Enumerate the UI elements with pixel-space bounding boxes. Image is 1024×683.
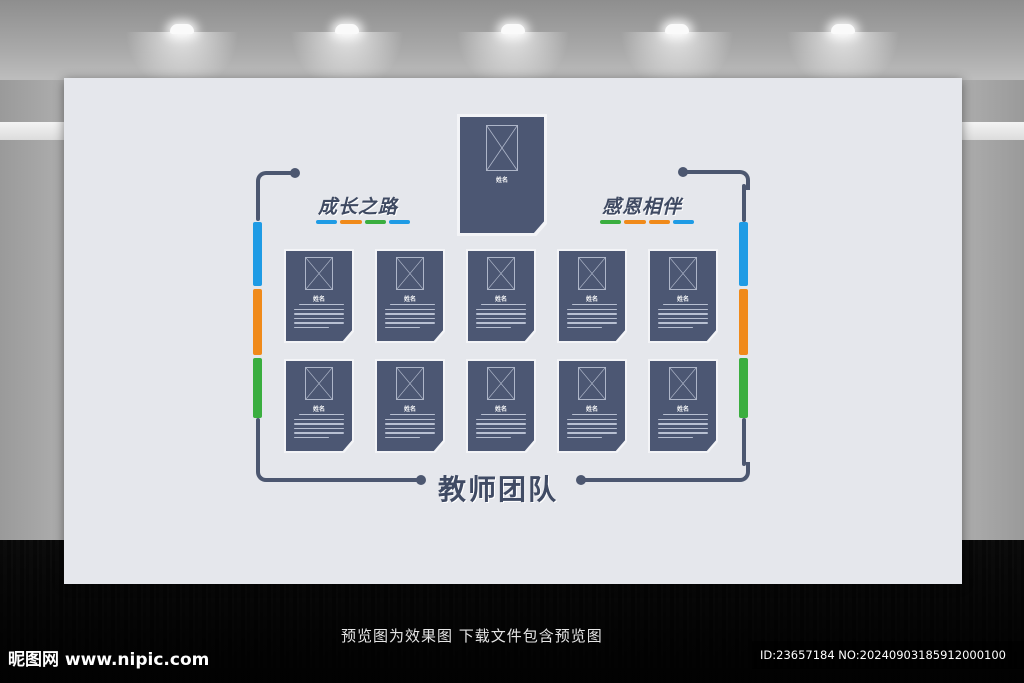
- teacher-card-description-lines: [567, 304, 617, 331]
- teacher-card-name: 姓名: [676, 296, 689, 303]
- frame-line: [268, 171, 296, 175]
- frame-dot: [678, 167, 688, 177]
- teacher-card-name: 姓名: [676, 406, 689, 413]
- teacher-card-description-lines: [658, 304, 708, 331]
- teacher-card-name: 姓名: [312, 406, 325, 413]
- teacher-card-description-lines: [476, 414, 526, 441]
- photo-placeholder-icon: [669, 257, 697, 290]
- teacher-card: 姓名: [377, 251, 443, 341]
- heading-left: 成长之路: [318, 196, 399, 218]
- frame-line: [742, 418, 746, 466]
- photo-placeholder-icon: [396, 257, 424, 290]
- frame-line: [270, 478, 420, 482]
- teacher-card-name: 姓名: [403, 406, 416, 413]
- frame-line: [256, 418, 260, 466]
- teacher-card: 姓名: [650, 251, 716, 341]
- frame-dot: [416, 475, 426, 485]
- teacher-card-name: 姓名: [585, 406, 598, 413]
- photo-placeholder-icon: [305, 257, 333, 290]
- heading-right: 感恩相伴: [602, 196, 683, 218]
- photo-placeholder-icon: [486, 125, 518, 171]
- teacher-card-description-lines: [476, 304, 526, 331]
- photo-placeholder-icon: [578, 367, 606, 400]
- teacher-card-name: 姓名: [494, 296, 507, 303]
- teacher-card-name: 姓名: [585, 296, 598, 303]
- teacher-card-description-lines: [294, 304, 344, 331]
- teacher-card-description-lines: [658, 414, 708, 441]
- photo-placeholder-icon: [669, 367, 697, 400]
- photo-placeholder-icon: [487, 367, 515, 400]
- accent-segment-orange: [739, 289, 748, 355]
- teacher-card: 姓名: [468, 251, 534, 341]
- watermark-logo: 昵图网 www.nipic.com: [8, 650, 210, 670]
- teacher-card-description-lines: [567, 414, 617, 441]
- frame-corner: [256, 171, 276, 191]
- teacher-card: 姓名: [650, 361, 716, 451]
- teacher-card-description-lines: [294, 414, 344, 441]
- heading-right-color-bars: [600, 220, 694, 224]
- spotlight-icon: [786, 24, 900, 92]
- frame-line: [742, 184, 746, 222]
- accent-segment-orange: [253, 289, 262, 355]
- frame-dot: [576, 475, 586, 485]
- frame-corner: [730, 170, 750, 190]
- watermark-strip: [752, 641, 1024, 669]
- spotlight-icon: [620, 24, 734, 92]
- watermark-id: ID:23657184 NO:20240903185912000100: [760, 648, 1006, 662]
- frame-line: [256, 186, 260, 221]
- photo-placeholder-icon: [487, 257, 515, 290]
- teacher-card-description-lines: [385, 304, 435, 331]
- photo-placeholder-icon: [396, 367, 424, 400]
- frame-corner: [730, 462, 750, 482]
- teacher-card: 姓名: [468, 361, 534, 451]
- accent-segment-green: [739, 358, 748, 418]
- teacher-card: 姓名: [286, 361, 352, 451]
- photo-placeholder-icon: [305, 367, 333, 400]
- heading-left-color-bars: [316, 220, 410, 224]
- lead-card-name: 姓名: [495, 177, 508, 184]
- accent-segment-green: [253, 358, 262, 418]
- frame-line: [684, 170, 736, 174]
- lead-card: 姓名: [460, 117, 544, 233]
- teacher-card: 姓名: [286, 251, 352, 341]
- accent-segment-blue: [253, 222, 262, 286]
- heading-bottom: 教师团队: [438, 473, 559, 506]
- spotlight-icon: [456, 24, 570, 92]
- spotlight-icon: [290, 24, 404, 92]
- frame-line: [582, 478, 734, 482]
- teacher-card-name: 姓名: [494, 406, 507, 413]
- photo-placeholder-icon: [578, 257, 606, 290]
- spotlight-icon: [125, 24, 239, 92]
- display-board: 成长之路 感恩相伴 教师团队 姓名 姓名姓名姓名姓名姓名姓名姓名姓名姓名姓名: [64, 78, 962, 584]
- teacher-card: 姓名: [559, 361, 625, 451]
- watermark-caption: 预览图为效果图 下载文件包含预览图: [341, 627, 603, 645]
- frame-corner: [256, 462, 276, 482]
- teacher-card-name: 姓名: [403, 296, 416, 303]
- teacher-card: 姓名: [559, 251, 625, 341]
- teacher-card-description-lines: [385, 414, 435, 441]
- teacher-card: 姓名: [377, 361, 443, 451]
- accent-segment-blue: [739, 222, 748, 286]
- teacher-card-name: 姓名: [312, 296, 325, 303]
